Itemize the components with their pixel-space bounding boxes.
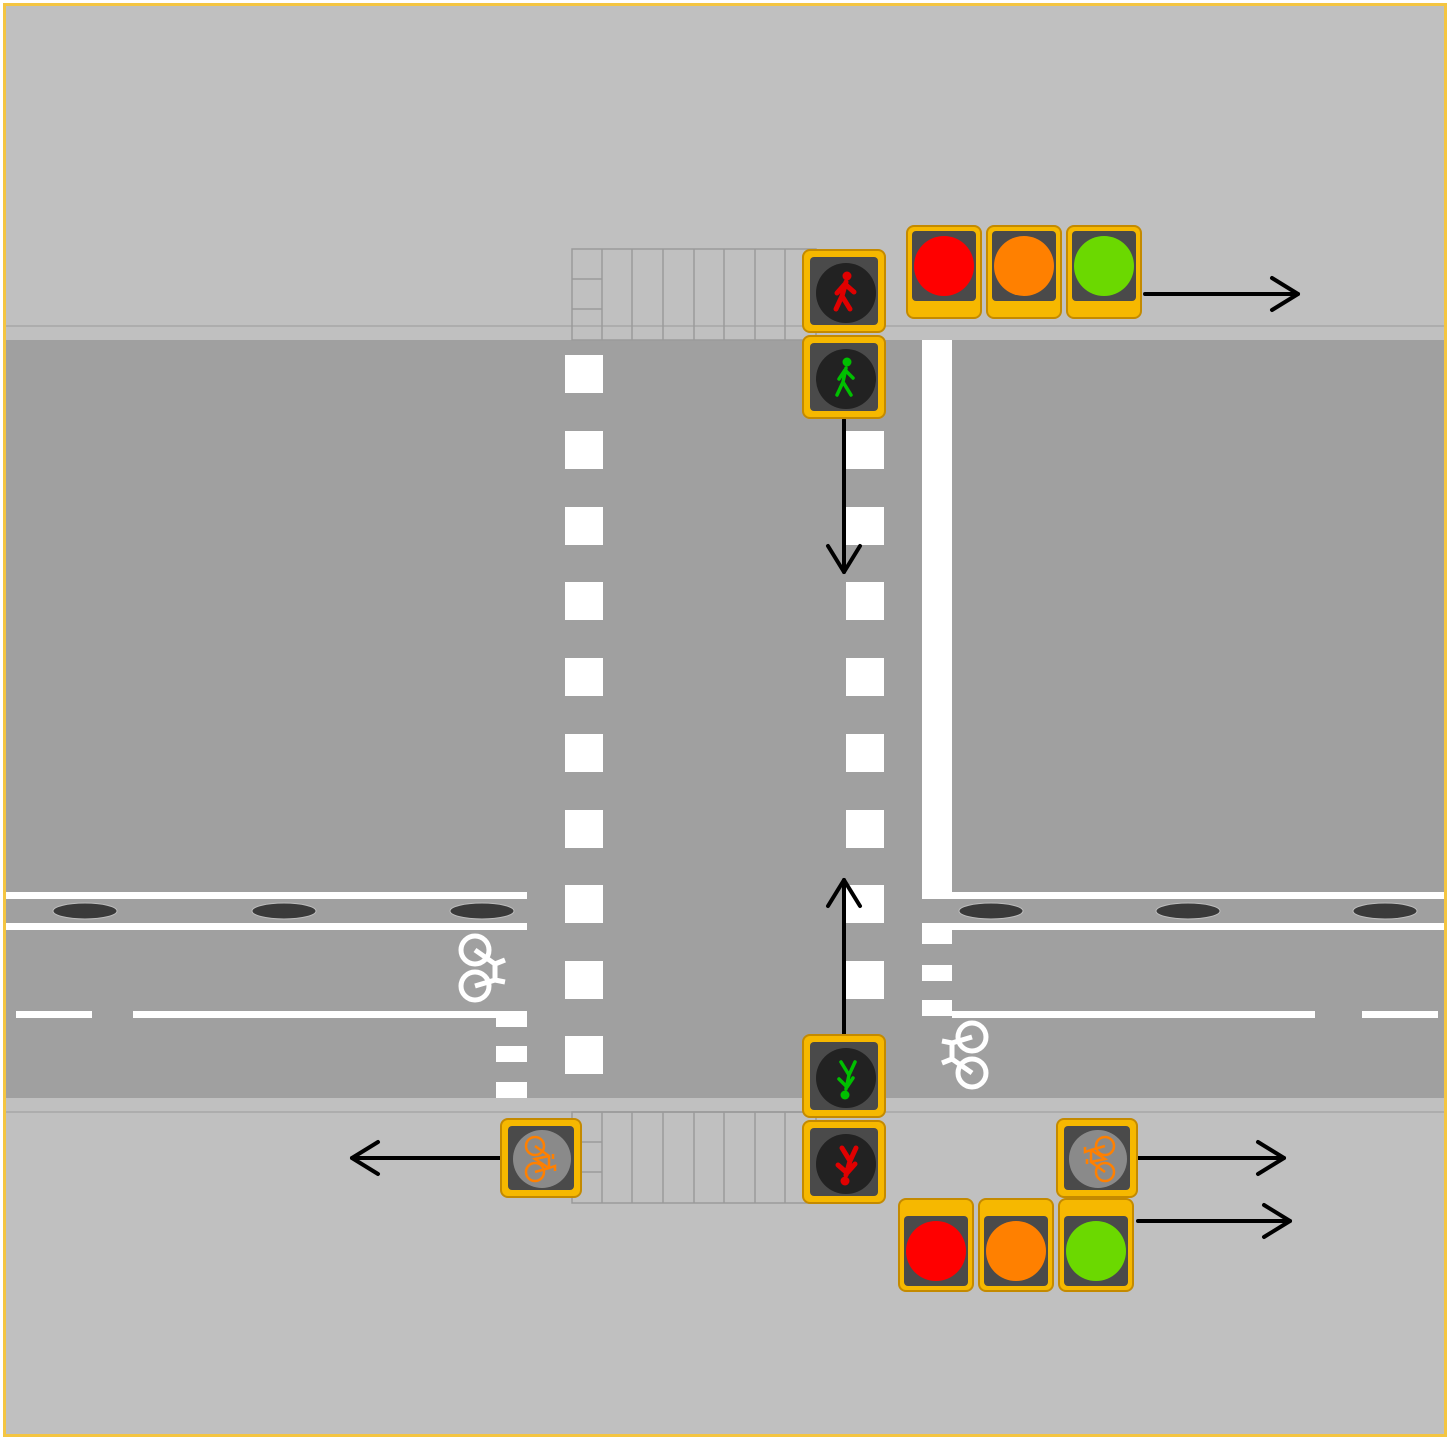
arrow-east-north-signal	[1143, 276, 1300, 312]
pedestrian-signal-south-green	[802, 1034, 886, 1118]
pedestrian-lamp	[816, 1048, 876, 1108]
pedestrian-walking-icon	[835, 357, 855, 397]
pedestrian-walking-icon	[835, 1145, 859, 1186]
tactile-paving-north	[571, 248, 817, 341]
bike-lane-markings-right	[922, 892, 1444, 1018]
bike-lane-markings-left	[6, 892, 527, 1098]
pedestrian-lamp	[816, 1134, 876, 1194]
stop-line	[922, 340, 952, 895]
pedestrian-signal-north-green	[802, 335, 886, 419]
direction-arrows	[350, 276, 1300, 1239]
vehicle-signal-south-amber-unit	[978, 1198, 1054, 1292]
bicycle-signal-southeast	[1056, 1118, 1138, 1198]
bicycle-lamp	[513, 1130, 571, 1188]
bicycle-lane-symbol-icon	[458, 933, 506, 1003]
vehicle-signal-south-green-unit	[1058, 1198, 1134, 1292]
vehicle-signal-south-red-unit	[898, 1198, 974, 1292]
bicycle-lamp	[1069, 1130, 1127, 1188]
pedestrian-signal-north-red	[802, 249, 886, 333]
drain-grates	[52, 902, 1418, 920]
amber-lamp	[986, 1221, 1046, 1281]
vehicle-signal-north-green-unit	[1066, 225, 1142, 319]
amber-lamp	[994, 236, 1054, 296]
vehicle-signal-north-amber-unit	[986, 225, 1062, 319]
crosswalk-left-edge	[565, 355, 603, 1074]
pedestrian-walking-icon	[833, 271, 857, 312]
bicycle-icon	[1083, 1135, 1116, 1183]
pedestrian-signal-south-red	[802, 1120, 886, 1204]
pedestrian-lamp	[816, 349, 876, 409]
crosswalk-right-edge	[846, 431, 884, 999]
arrow-west-bike-signal	[350, 1140, 502, 1176]
bicycle-icon	[524, 1135, 557, 1183]
red-lamp	[914, 236, 974, 296]
tactile-paving-south	[571, 1111, 817, 1204]
arrow-north-ped-south	[826, 878, 862, 1036]
arrow-east-bike-signal	[1136, 1140, 1286, 1176]
pedestrian-lamp	[816, 263, 876, 323]
arrow-east-vehicle-signal-south	[1136, 1203, 1292, 1239]
green-lamp	[1066, 1221, 1126, 1281]
bicycle-lane-symbol-icon	[941, 1020, 989, 1090]
red-lamp	[906, 1221, 966, 1281]
bicycle-signal-southwest	[500, 1118, 582, 1198]
pedestrian-walking-icon	[837, 1060, 857, 1100]
vehicle-signal-north-red-unit	[906, 225, 982, 319]
road-surface	[6, 340, 1444, 1098]
green-lamp	[1074, 236, 1134, 296]
arrow-south-ped-north	[826, 418, 862, 574]
